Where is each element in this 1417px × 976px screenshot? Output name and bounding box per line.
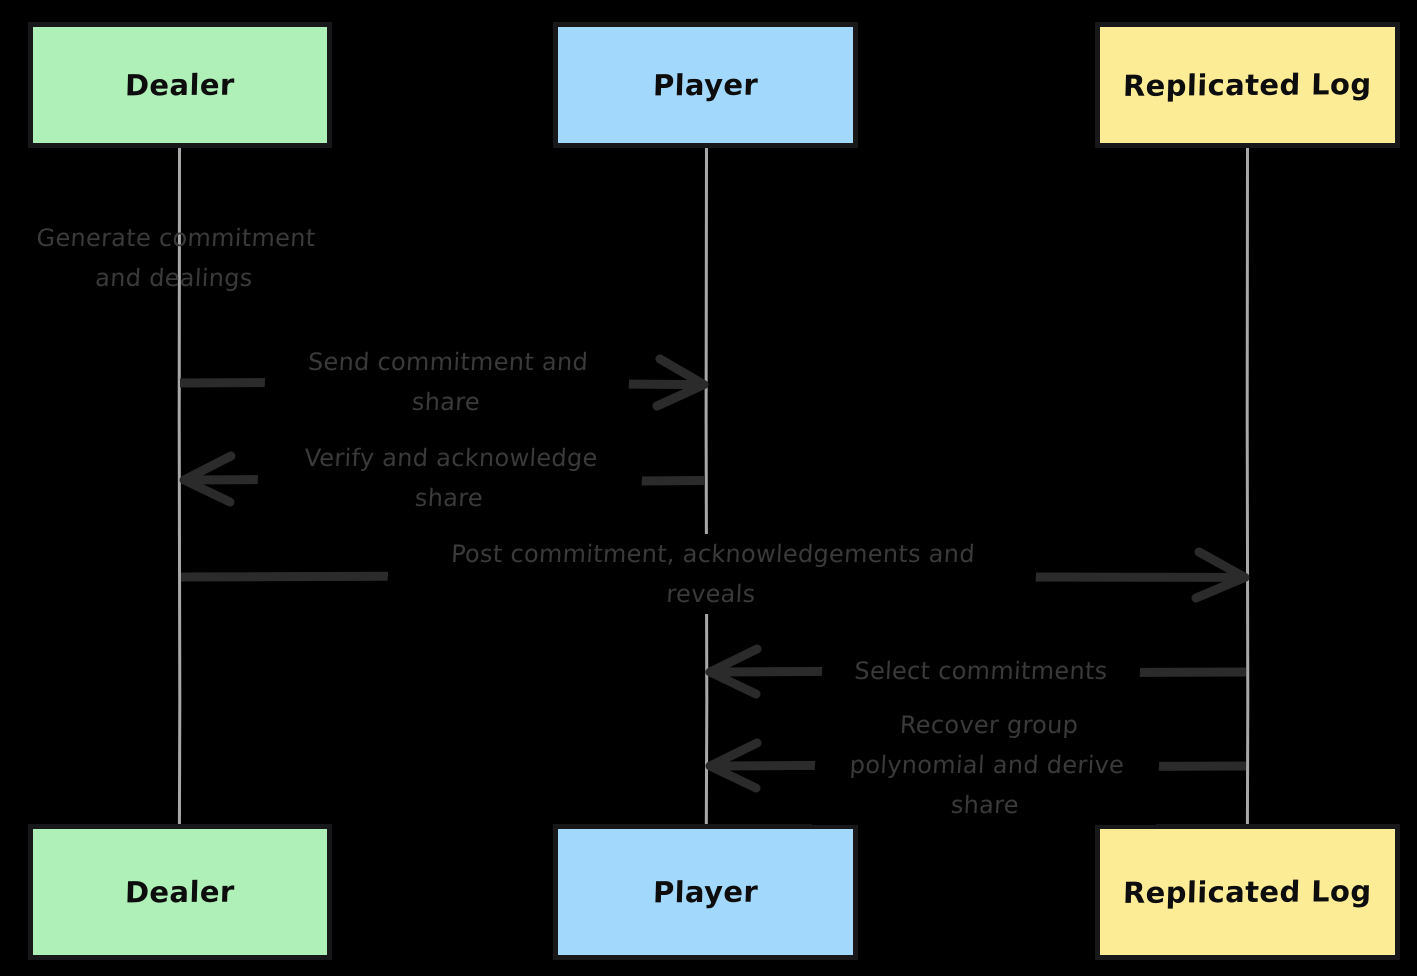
lifeline-player <box>704 146 709 830</box>
message-arrow-select-commitments[interactable] <box>705 644 1247 699</box>
participant-label-dealer: Dealer <box>124 67 236 103</box>
participant-label-replicated-log: Replicated Log <box>1122 67 1373 103</box>
participant-label-dealer-bottom: Dealer <box>124 874 236 910</box>
participant-box-replicated-log-bottom[interactable]: Replicated Log <box>1095 824 1400 960</box>
message-arrow-post-commitment[interactable] <box>180 547 1250 603</box>
lifeline-dealer <box>177 146 182 830</box>
lifelines <box>177 146 1250 830</box>
message-arrow-verify-ack[interactable] <box>179 451 706 507</box>
message-arrow-recover-group[interactable] <box>705 738 1247 793</box>
participant-box-player-top[interactable]: Player <box>553 22 858 148</box>
participant-label-player-bottom: Player <box>652 874 759 910</box>
participant-label-player: Player <box>652 67 759 103</box>
participant-box-replicated-log-top[interactable]: Replicated Log <box>1095 22 1400 148</box>
participant-label-replicated-log-bottom: Replicated Log <box>1122 874 1373 910</box>
participant-box-player-bottom[interactable]: Player <box>553 824 858 960</box>
lifeline-replicated-log <box>1245 146 1250 830</box>
message-arrow-send-commitment[interactable] <box>179 354 709 411</box>
participant-box-dealer-top[interactable]: Dealer <box>28 22 332 148</box>
participant-box-dealer-bottom[interactable]: Dealer <box>28 824 332 960</box>
